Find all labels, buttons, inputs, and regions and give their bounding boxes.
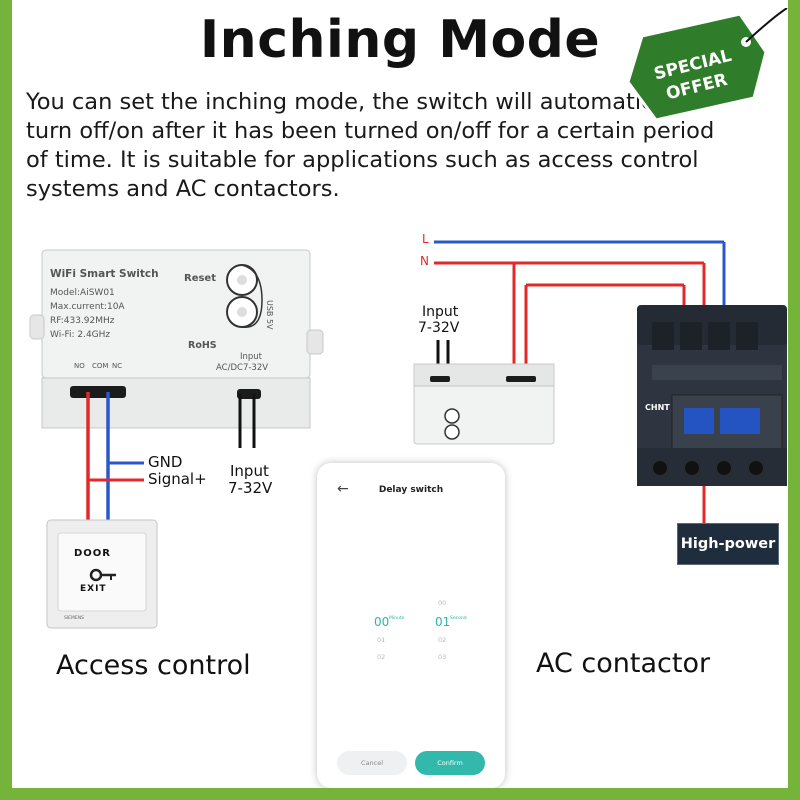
contactor-brand: CHNT — [645, 403, 670, 412]
cancel-button[interactable]: Cancel — [337, 751, 407, 775]
delay-switch-title: Delay switch — [378, 485, 444, 495]
wiring-diagram — [29, 240, 787, 629]
description-line: of time. It is suitable for applications… — [26, 147, 699, 173]
terminal-no: NO — [74, 362, 85, 370]
terminal-nc: NC — [112, 362, 123, 370]
back-arrow-icon[interactable]: ← — [337, 481, 349, 497]
left-wires — [86, 392, 256, 520]
input-right-line1: Input — [422, 304, 459, 320]
rohs-label: RoHS — [188, 340, 217, 351]
second-value[interactable]: 01 — [435, 615, 451, 629]
page-title: Inching Mode — [199, 10, 601, 70]
phone-screen: ← Delay switch 00 00 Minute 01 Second 01… — [317, 463, 505, 788]
caption-ac-contactor: AC contactor — [536, 648, 711, 679]
exit-label: EXIT — [80, 584, 107, 594]
minute-unit: Minute — [389, 616, 405, 621]
door-exit-button — [46, 519, 158, 629]
n-label: N — [420, 254, 429, 268]
confirm-button[interactable]: Confirm — [415, 751, 485, 775]
second-below: 02 — [438, 636, 447, 644]
high-power-badge: High-power — [677, 523, 779, 565]
module-input-label: Input — [240, 352, 263, 362]
usb-label: USB 5V — [265, 300, 274, 330]
description-line: systems and AC contactors. — [26, 176, 340, 202]
second-above: 00 — [438, 599, 447, 607]
signal-label: Signal+ — [148, 470, 207, 488]
module-current: Max.current:10A — [50, 302, 125, 312]
minute-value[interactable]: 00 — [374, 615, 390, 629]
second-unit: Second — [450, 616, 467, 621]
ac-contactor — [637, 305, 787, 523]
gnd-label: GND — [148, 453, 183, 471]
module-name: WiFi Smart Switch — [50, 268, 159, 280]
product-image-frame: Inching Mode You can set the inching mod… — [12, 0, 788, 788]
caption-access-control: Access control — [56, 650, 251, 681]
door-label: DOOR — [74, 548, 112, 559]
terminal-com: COM — [92, 362, 109, 370]
module-model: Model:AiSW01 — [50, 288, 115, 298]
description: You can set the inching mode, the switch… — [26, 88, 786, 204]
maker-label: SIEMENS — [64, 616, 84, 621]
smart-switch-module-right — [413, 363, 555, 445]
input-right-line2: 7-32V — [418, 320, 460, 336]
l-label: L — [422, 232, 429, 246]
input-left-line2: 7-32V — [228, 479, 273, 497]
description-line: turn off/on after it has been turned on/… — [26, 118, 715, 144]
minute-below: 01 — [377, 636, 386, 644]
minute-below-2: 02 — [377, 653, 386, 661]
module-input-range: AC/DC7-32V — [216, 363, 269, 373]
reset-label: Reset — [184, 273, 216, 284]
input-left-line1: Input — [230, 462, 269, 480]
special-offer-tag: SPECIAL OFFER — [626, 8, 788, 120]
module-wifi: Wi-Fi: 2.4GHz — [50, 330, 111, 340]
second-below-2: 03 — [438, 653, 447, 661]
module-rf: RF:433.92MHz — [50, 316, 115, 326]
smart-switch-module-left — [29, 249, 324, 429]
description-line: You can set the inching mode, the switch… — [26, 89, 694, 115]
